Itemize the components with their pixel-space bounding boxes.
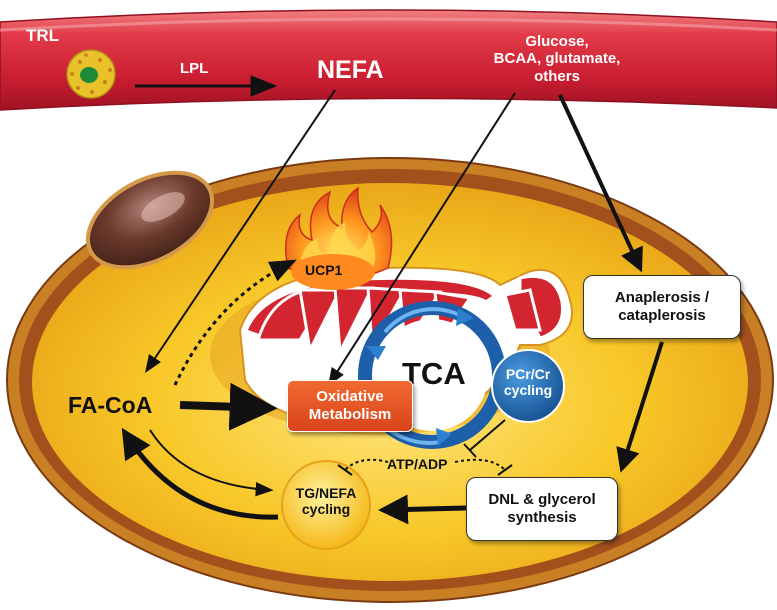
dnl-line-2: synthesis: [507, 509, 577, 526]
pcr-label: PCr/Cr cycling: [494, 366, 562, 398]
substrates-line-3: others: [534, 67, 580, 85]
arrows: [121, 89, 664, 525]
pcr-line-2: cycling: [503, 382, 553, 399]
tg-nefa-label: TG/NEFA cycling: [290, 485, 362, 517]
trl-label: TRL: [26, 26, 60, 45]
atp-adp-label: ATP/ADP: [387, 456, 448, 472]
anaplerosis-line-2: cataplerosis: [618, 307, 706, 324]
tg-line-2: cycling: [301, 501, 351, 518]
oxidative-line-1: Oxidative: [316, 388, 384, 405]
oxidative-line-2: Metabolism: [308, 406, 392, 423]
substrates-line-1: Glucose,: [525, 33, 589, 50]
trl-particle-icon: [66, 49, 116, 99]
blood-vessel: [0, 9, 777, 111]
nefa-label: NEFA: [317, 56, 384, 84]
tg-line-1: TG/NEFA: [295, 485, 357, 501]
substrates-label: Glucose, BCAA, glutamate, others: [482, 33, 632, 85]
pcr-cycling-circle: [491, 349, 565, 423]
pcr-line-1: PCr/Cr: [505, 366, 551, 382]
anaplerosis-line-1: Anaplerosis /: [614, 289, 710, 306]
tg-nefa-circle: [281, 460, 371, 550]
anaplerosis-box: Anaplerosis / cataplerosis: [583, 275, 741, 339]
dnl-line-1: DNL & glycerol: [488, 491, 596, 508]
oxidative-metabolism-box: Oxidative Metabolism: [287, 380, 413, 432]
dnl-glycerol-box: DNL & glycerol synthesis: [466, 477, 618, 541]
substrates-line-2: BCAA, glutamate,: [493, 50, 621, 68]
lpl-label: LPL: [180, 60, 209, 77]
ucp1-label: UCP1: [305, 262, 343, 278]
ucp1-flame-icon: [285, 186, 393, 290]
facoa-label: FA-CoA: [68, 392, 153, 418]
